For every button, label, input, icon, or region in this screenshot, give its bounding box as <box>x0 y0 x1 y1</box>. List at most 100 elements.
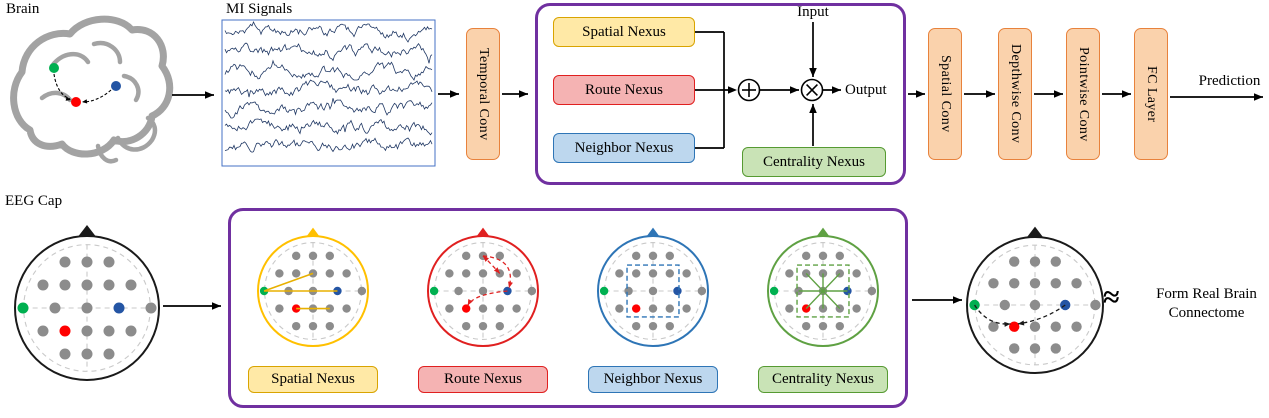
electrode-dot <box>59 256 71 268</box>
electrode-dot <box>495 304 505 313</box>
centrality-nexus-head-label: Centrality Nexus <box>758 366 888 393</box>
electrode-dot <box>478 321 488 331</box>
electrode-dot <box>1029 343 1041 354</box>
flow-arrow <box>1102 90 1131 98</box>
neighbor-nexus-box: Neighbor Nexus <box>553 133 695 163</box>
flow-arrow <box>912 296 962 304</box>
red-electrode <box>461 304 471 313</box>
electrode-dot <box>1050 256 1061 267</box>
neighbor-nexus-head <box>597 227 709 347</box>
spatial-nexus-head-label: Spatial Nexus <box>248 366 378 393</box>
electrode-dot <box>103 348 115 360</box>
flow-arrow <box>502 90 528 98</box>
electrode-dot <box>1029 299 1041 311</box>
eeg-cap-head <box>14 225 160 381</box>
electrode-dot <box>81 256 93 268</box>
electrode-dot <box>103 256 115 268</box>
electrode-dot <box>478 304 488 313</box>
electrode-dot <box>648 269 658 278</box>
connectome-label-line1: Form Real Brain <box>1156 286 1257 302</box>
electrode-dot <box>665 251 675 261</box>
connectome-label: Form Real Brain Connectome <box>1144 285 1269 323</box>
temporal-conv-box: Temporal Conv <box>466 28 500 160</box>
electrode-dot <box>103 325 115 337</box>
electrode-dot <box>682 304 691 313</box>
flow-arrow <box>438 90 459 98</box>
electrode-dot <box>665 304 675 313</box>
green-electrode <box>769 286 779 296</box>
electrode-dot <box>512 269 521 278</box>
flow-arrow <box>760 86 799 94</box>
electrode-dot <box>291 251 301 261</box>
electrode-dot <box>867 286 877 296</box>
neighbor-nexus-head-label: Neighbor Nexus <box>588 366 718 393</box>
green-electrode <box>17 302 29 314</box>
electrode-dot <box>988 321 999 332</box>
electrode-dot <box>81 348 93 360</box>
electrode-dot <box>81 279 93 291</box>
electrode-dot <box>785 304 794 313</box>
green-electrode <box>599 286 609 296</box>
mi-signals-label: MI Signals <box>226 1 293 17</box>
electrode-dot <box>275 269 284 278</box>
electrode-dot <box>125 325 137 337</box>
electrode-dot <box>49 302 61 314</box>
electrode-dot <box>801 251 811 261</box>
electrode-dot <box>648 286 658 296</box>
red-electrode <box>1009 321 1020 332</box>
electrode-dot <box>615 269 624 278</box>
electrode-dot <box>275 304 284 313</box>
electrode-dot <box>1009 256 1020 267</box>
pointwise-conv-box: Pointwise Conv <box>1066 28 1100 160</box>
flow-arrow <box>1170 93 1263 101</box>
route-nexus-head-label: Route Nexus <box>418 366 548 393</box>
electrode-dot <box>59 348 71 360</box>
flow-arrow <box>172 91 214 99</box>
electrode-dot <box>835 321 845 331</box>
electrode-dot <box>478 269 488 278</box>
electrode-dot <box>1050 343 1061 354</box>
depthwise-conv-box: Depthwise Conv <box>998 28 1032 160</box>
operators <box>737 78 824 102</box>
electrode-dot <box>1090 299 1101 311</box>
electrode-dot <box>125 279 137 291</box>
electrode-dot <box>999 299 1010 311</box>
spatial-nexus-box: Spatial Nexus <box>553 17 695 47</box>
electrode-dot <box>325 251 335 261</box>
connectome-head <box>966 226 1104 374</box>
electrode-dot <box>818 251 828 261</box>
electrode-dot <box>631 251 641 261</box>
electrode-dot <box>1050 278 1061 289</box>
electrode-dot <box>852 269 861 278</box>
flow-arrow <box>823 86 841 94</box>
electrode-dot <box>445 269 454 278</box>
sum-operator-icon <box>737 78 761 102</box>
electrode-dot <box>1029 278 1041 289</box>
flow-arrow <box>809 22 817 77</box>
electrode-dot <box>325 269 335 278</box>
electrode-dot <box>785 269 794 278</box>
product-operator-icon <box>800 78 824 102</box>
approx-symbol: ≈ <box>1103 281 1120 314</box>
electrode-dot <box>1009 343 1020 354</box>
green-electrode <box>429 286 439 296</box>
electrode-dot <box>308 321 318 331</box>
spatial-conv-box: Spatial Conv <box>928 28 962 160</box>
electrode-dot <box>801 321 811 331</box>
electrode-dot <box>631 269 641 278</box>
electrode-dot <box>59 279 71 291</box>
brain-label: Brain <box>6 1 40 17</box>
electrode-dot <box>1071 321 1082 332</box>
flow-arrow <box>964 90 995 98</box>
red-electrode <box>631 304 641 313</box>
electrode-dot <box>308 251 318 261</box>
electrode-dot <box>291 321 301 331</box>
eeg-cap-label: EEG Cap <box>5 193 63 209</box>
electrode-dot <box>495 251 505 261</box>
electrode-dot <box>103 279 115 291</box>
nexus-connectors <box>695 31 737 149</box>
spatial-nexus-head <box>257 227 369 347</box>
nexus-module-box <box>535 3 906 185</box>
